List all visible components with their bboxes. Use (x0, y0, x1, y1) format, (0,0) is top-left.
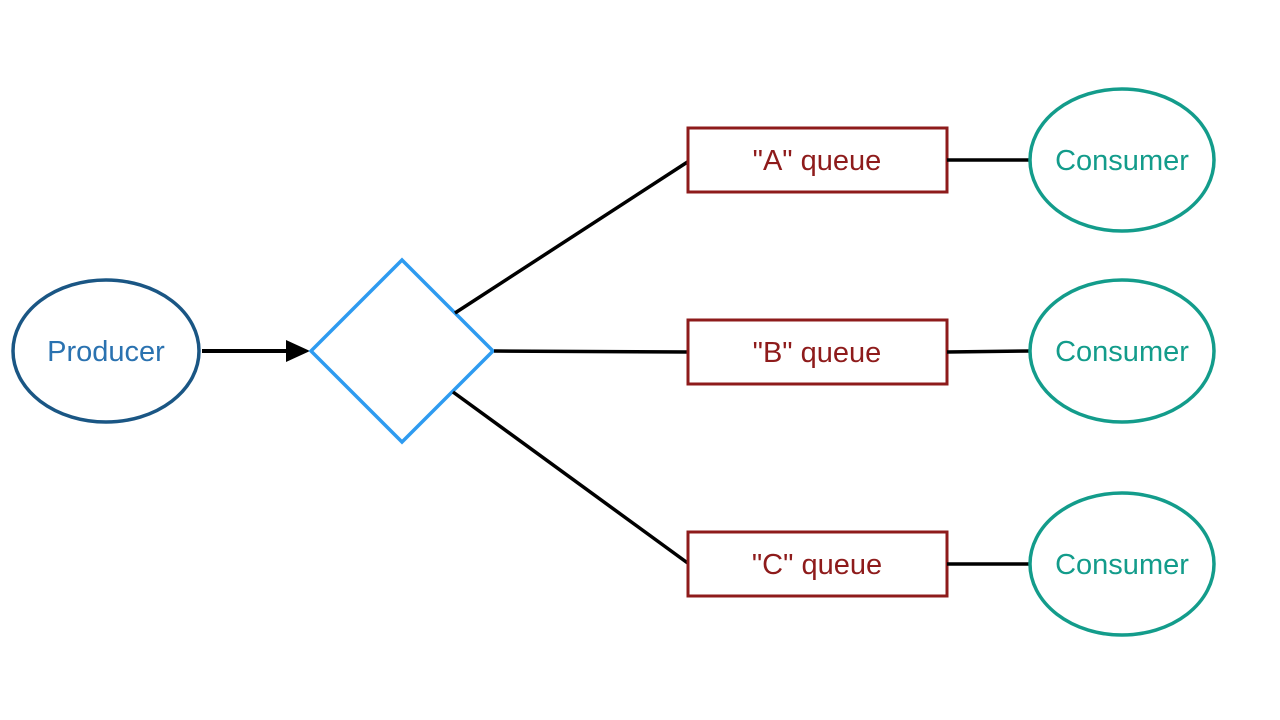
queue-c-box (686, 530, 949, 598)
exchange-to-queue-c-connector (451, 390, 691, 566)
queue-a-label: "A" queue (753, 145, 882, 177)
exchange-diamond (308, 257, 496, 445)
queue-c-label: "C" queue (752, 549, 882, 581)
producer-label: Producer (47, 336, 165, 368)
exchange-to-queue-b-connector (493, 349, 690, 354)
queue-a-box (686, 126, 949, 194)
consumer-c-node (1028, 491, 1216, 637)
consumer-a-node (1028, 87, 1216, 233)
arrowhead-icon (286, 340, 310, 362)
consumer-b-label: Consumer (1055, 336, 1189, 368)
exchange-to-queue-a-connector (454, 159, 690, 315)
consumer-a-label: Consumer (1055, 145, 1189, 177)
producer-node (11, 278, 201, 424)
consumer-b-node (1028, 278, 1216, 424)
queue-b-label: "B" queue (753, 337, 882, 369)
queue-b-box (686, 318, 949, 386)
queue-b-to-consumer-connector (946, 349, 1031, 354)
consumer-c-label: Consumer (1055, 549, 1189, 581)
